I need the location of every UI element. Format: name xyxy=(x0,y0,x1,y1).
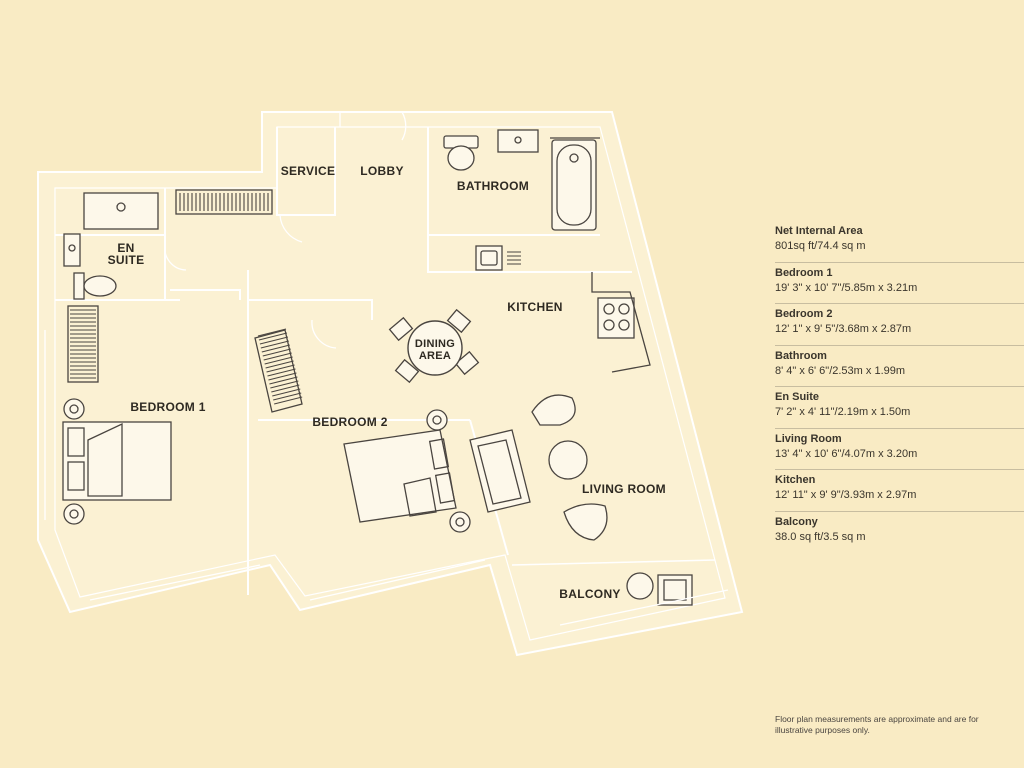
legend-value: 8' 4" x 6' 6"/2.53m x 1.99m xyxy=(775,364,906,377)
doors xyxy=(164,111,407,349)
legend-label: Living Room xyxy=(775,432,842,445)
label-dining-2: AREA xyxy=(419,350,451,362)
label-en-suite-1: EN xyxy=(117,241,134,255)
label-bedroom2: BEDROOM 2 xyxy=(312,415,387,429)
legend-value: 13' 4" x 10' 6"/4.07m x 3.20m xyxy=(775,447,918,460)
legend-label: En Suite xyxy=(775,391,820,403)
windows xyxy=(44,330,729,626)
label-lobby: LOBBY xyxy=(360,164,404,178)
legend-value: 38.0 sq ft/3.5 sq m xyxy=(775,530,866,543)
legend-row: Net Internal Area 801sq ft/74.4 sq m xyxy=(775,221,1024,263)
legend-value: 12' 1" x 9' 5"/3.68m x 2.87m xyxy=(775,323,912,335)
bed-bedroom1 xyxy=(62,398,172,525)
legend-label: Bedroom 1 xyxy=(775,266,833,279)
floor-plan: SERVICE LOBBY BATHROOM EN SUITE KITCHEN … xyxy=(37,111,744,657)
living-room-furniture xyxy=(469,394,608,541)
label-bathroom: BATHROOM xyxy=(457,179,529,193)
footnote: Floor plan measurements are approximate … xyxy=(775,714,979,735)
legend-label: Net Internal Area xyxy=(775,225,863,237)
legend-row: Bedroom 2 12' 1" x 9' 5"/3.68m x 2.87m xyxy=(775,304,1024,346)
bed-bedroom2 xyxy=(343,409,471,533)
legend-value: 19' 3" x 10' 7"/5.85m x 3.21m xyxy=(775,281,918,294)
legend-row: Living Room 13' 4" x 10' 6"/4.07m x 3.20m xyxy=(775,429,1024,470)
legend-value: 801sq ft/74.4 sq m xyxy=(775,240,866,252)
legend-row: Balcony 38.0 sq ft/3.5 sq m xyxy=(775,512,1024,554)
wardrobe-bedroom1 xyxy=(67,305,99,383)
legend-row: Bedroom 1 19' 3" x 10' 7"/5.85m x 3.21m xyxy=(775,263,1024,304)
area-legend: Net Internal Area 801sq ft/74.4 sq m Bedro… xyxy=(775,221,1024,553)
room-labels: SERVICE LOBBY BATHROOM EN SUITE KITCHEN … xyxy=(108,164,666,601)
label-dining-1: DINING xyxy=(415,338,455,350)
legend-row: Kitchen 12' 11" x 9' 9"/3.93m x 2.97m xyxy=(775,470,1024,512)
legend-label: Kitchen xyxy=(775,474,816,486)
legend-value: 12' 11" x 9' 9"/3.93m x 2.97m xyxy=(775,489,917,501)
label-kitchen: KITCHEN xyxy=(507,300,562,314)
kitchen-fixtures xyxy=(475,245,651,373)
label-living-room: LIVING ROOM xyxy=(582,482,666,496)
en-suite-fixtures xyxy=(63,192,159,300)
balcony-furniture xyxy=(511,559,716,606)
label-en-suite-2: SUITE xyxy=(108,253,145,267)
legend-label: Balcony xyxy=(775,515,818,528)
legend-label: Bathroom xyxy=(775,349,827,362)
bathroom-fixtures xyxy=(443,129,600,231)
legend-row: Bathroom 8' 4" x 6' 6"/2.53m x 1.99m xyxy=(775,346,1024,387)
label-service: SERVICE xyxy=(281,164,336,178)
label-balcony: BALCONY xyxy=(559,587,620,601)
dining-table xyxy=(388,308,480,384)
wardrobe-bedroom2 xyxy=(254,328,303,413)
label-bedroom1: BEDROOM 1 xyxy=(130,400,205,414)
legend-row: En Suite 7' 2" x 4' 11"/2.19m x 1.50m xyxy=(775,387,1024,429)
legend-value: 7' 2" x 4' 11"/2.19m x 1.50m xyxy=(775,406,911,418)
wardrobe-hall xyxy=(175,189,273,215)
legend-label: Bedroom 2 xyxy=(775,308,833,320)
